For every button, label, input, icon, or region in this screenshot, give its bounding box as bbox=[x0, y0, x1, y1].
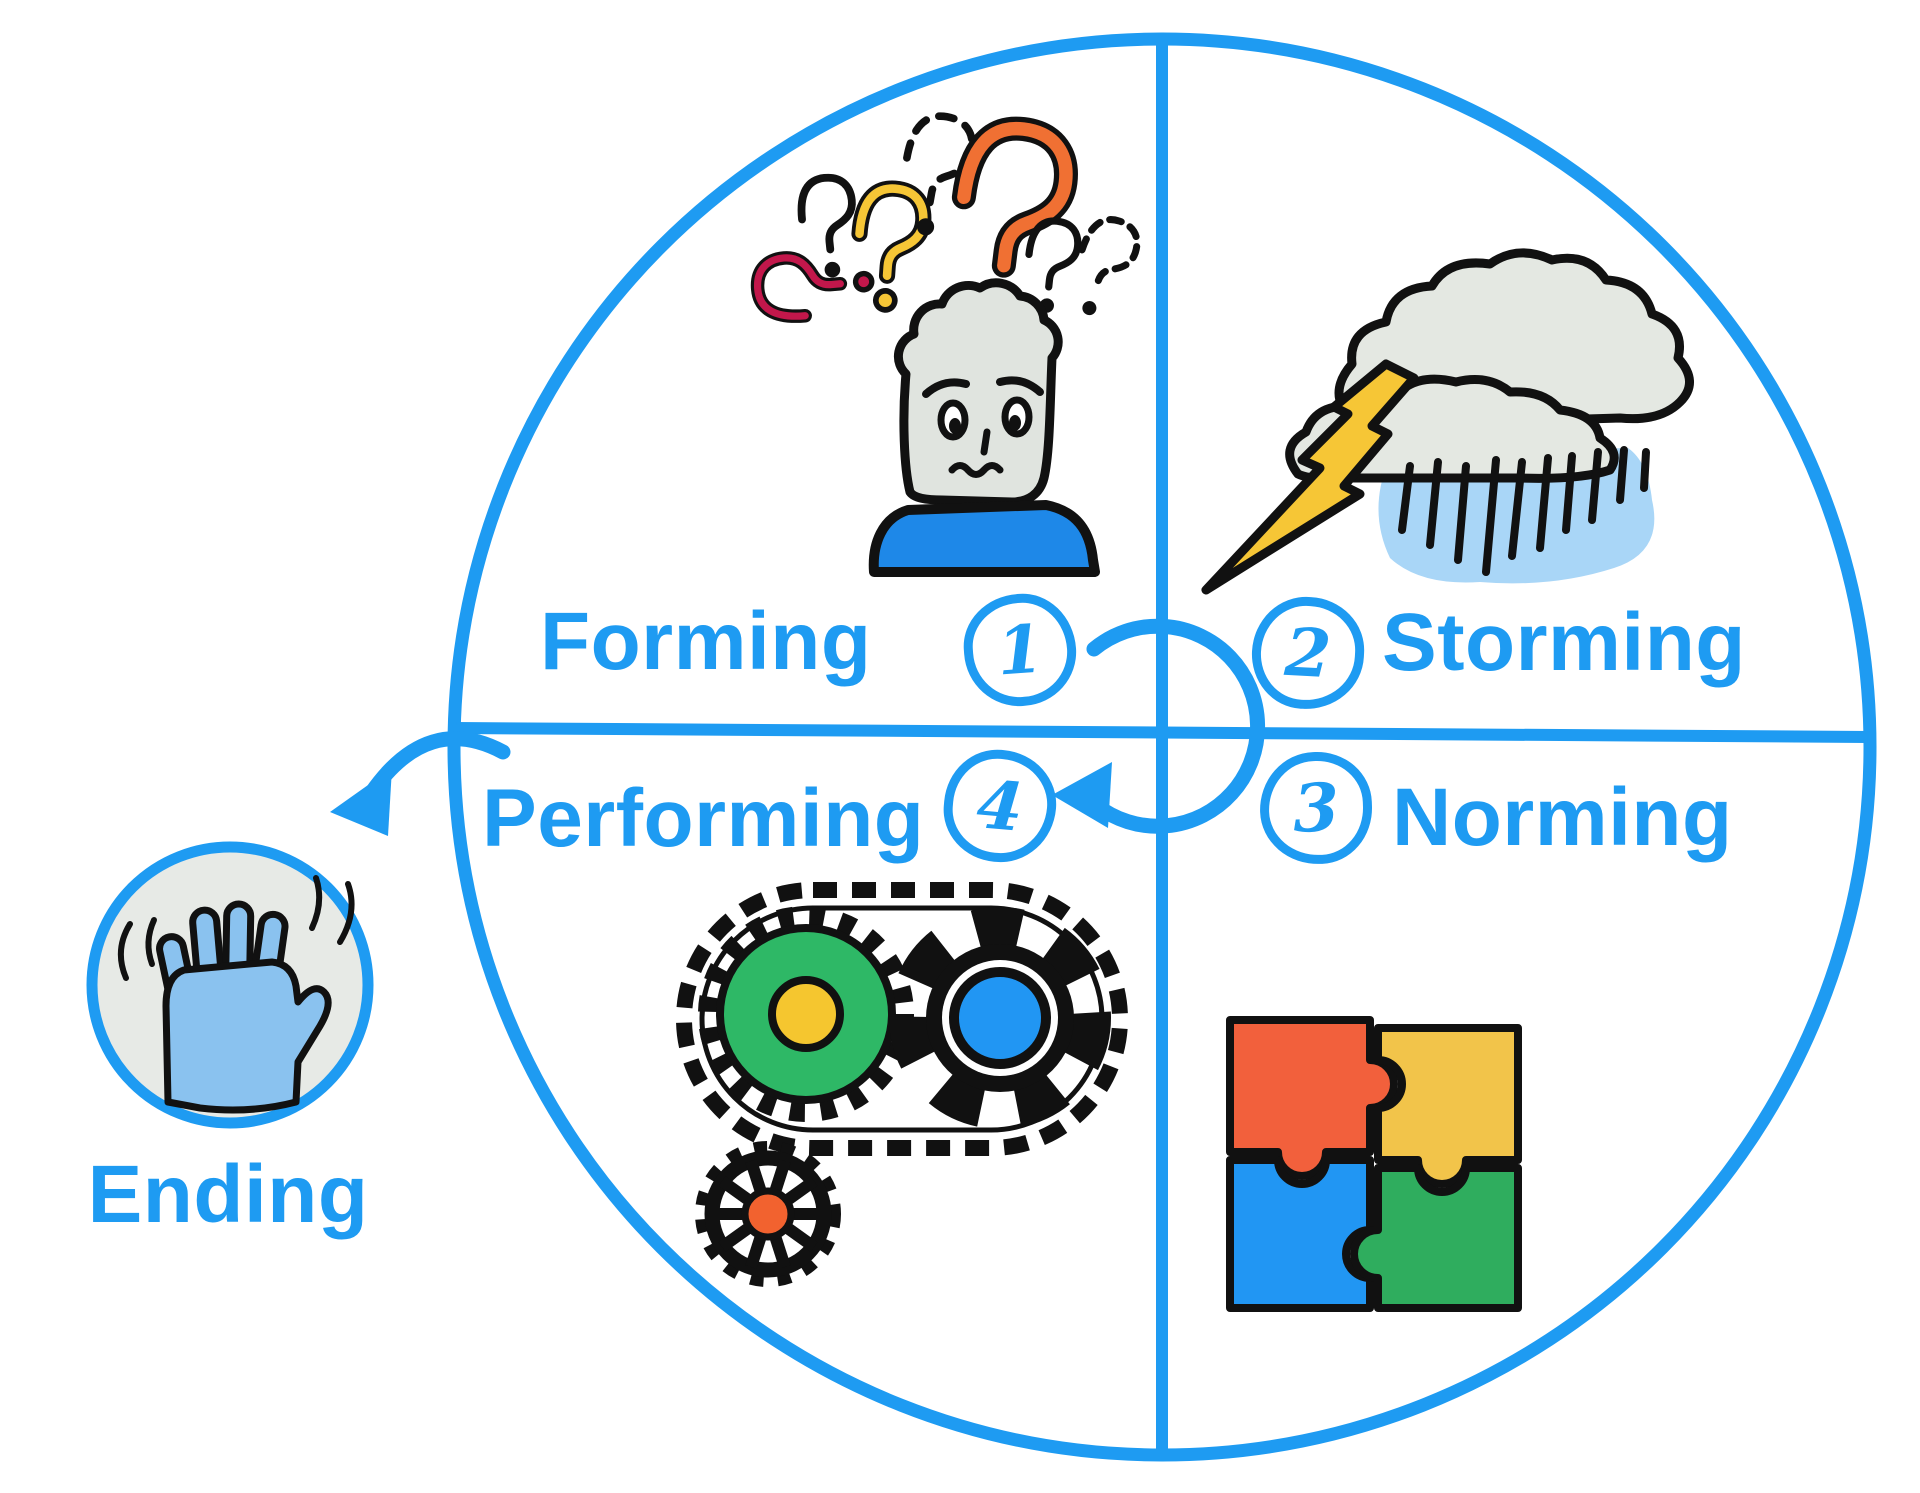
gear-blue bbox=[889, 907, 1111, 1129]
puzzle-piece-green bbox=[1350, 1164, 1522, 1312]
stage-number-3: 3 bbox=[1291, 768, 1341, 848]
stage-label-performing: Performing bbox=[482, 773, 925, 864]
stage-number-2: 2 bbox=[1283, 612, 1333, 694]
person-shirt bbox=[868, 500, 1100, 577]
forming-illustration bbox=[755, 111, 1143, 577]
puzzle-piece-blue bbox=[1226, 1156, 1374, 1312]
puzzle-piece-yellow bbox=[1374, 1024, 1522, 1188]
stage-label-forming: Forming bbox=[540, 596, 872, 687]
exit-arrow bbox=[330, 731, 511, 836]
stage-number-4: 4 bbox=[973, 765, 1027, 847]
gear-blue-center bbox=[949, 967, 1051, 1069]
exit-label-ending: Ending bbox=[87, 1149, 369, 1240]
person-worried-mouth bbox=[948, 462, 1004, 478]
stage-label-storming: Storming bbox=[1382, 597, 1746, 688]
stage-number-1: 1 bbox=[994, 609, 1046, 691]
ending-illustration bbox=[86, 841, 374, 1129]
storming-illustration bbox=[1201, 248, 1694, 595]
person-head bbox=[893, 278, 1063, 507]
question-mark-dashed-right bbox=[1063, 213, 1143, 316]
chain-belt-outer bbox=[676, 882, 1128, 1156]
person-right-pupil bbox=[1009, 415, 1021, 431]
norming-illustration bbox=[1226, 1016, 1522, 1312]
stage-label-norming: Norming bbox=[1392, 772, 1733, 863]
question-mark-crimson-sideways bbox=[755, 250, 875, 319]
gear-small-hub-orange bbox=[741, 1187, 795, 1241]
gear-green bbox=[698, 906, 914, 1122]
question-mark-dashed-top bbox=[894, 111, 977, 236]
puzzle-piece-orange bbox=[1226, 1016, 1398, 1180]
waving-hand-icon bbox=[117, 875, 355, 1114]
lightning-bolt bbox=[1201, 359, 1419, 595]
cycle-rotation-arrow bbox=[1052, 618, 1266, 834]
person-left-eyebrow bbox=[922, 378, 970, 398]
person-right-eyebrow bbox=[996, 376, 1044, 396]
performing-illustration bbox=[676, 882, 1128, 1287]
question-mark-black-small-left bbox=[798, 175, 860, 278]
question-mark-yellow bbox=[854, 186, 925, 313]
gear-small-spoked bbox=[695, 1141, 841, 1287]
person-nose bbox=[980, 428, 991, 456]
rain-lines bbox=[1398, 446, 1650, 576]
horizontal-divider bbox=[455, 722, 1869, 743]
person-left-pupil bbox=[949, 418, 961, 434]
gear-green-hub-yellow bbox=[768, 976, 844, 1052]
